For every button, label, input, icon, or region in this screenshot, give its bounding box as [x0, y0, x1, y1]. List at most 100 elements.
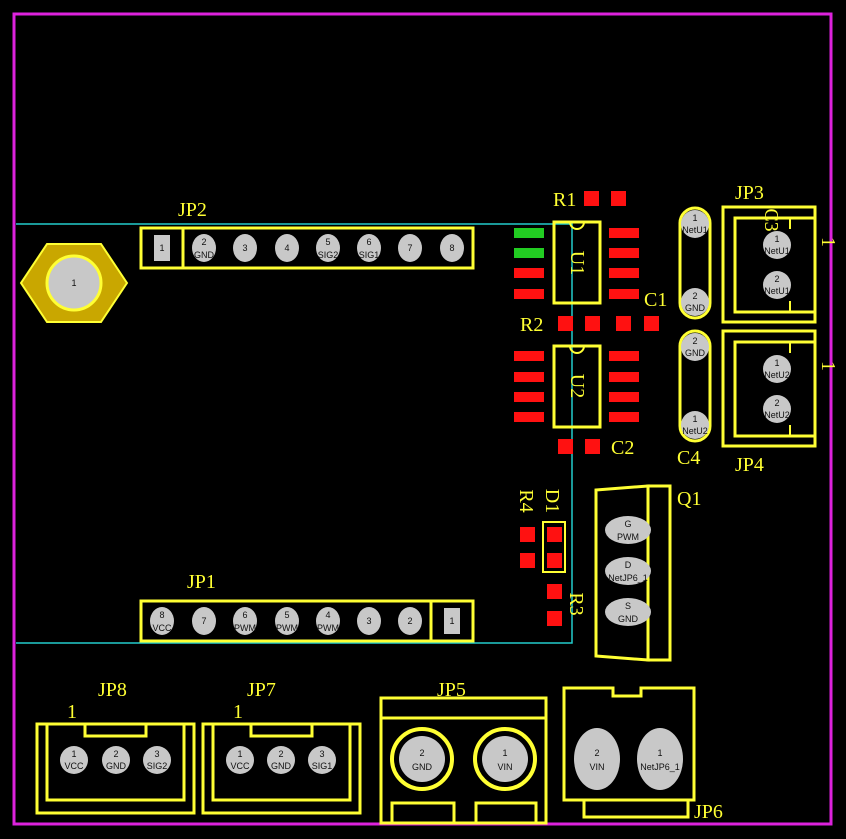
q1-pin-G[interactable]: G PWM [605, 516, 651, 544]
c2-label: C2 [611, 437, 634, 459]
r1-resistor[interactable] [584, 191, 626, 206]
jp7-label: JP7 [247, 679, 276, 701]
board-outline [12, 12, 833, 826]
d1-diode[interactable] [542, 521, 566, 573]
pin-number: 1 [692, 213, 697, 223]
jp5-label: JP5 [437, 679, 466, 701]
pin-number: 5 [325, 237, 330, 247]
pin-number: 2 [692, 291, 697, 301]
pin-net: GND [106, 761, 127, 771]
jp1-pin-3[interactable]: 3 [357, 607, 381, 635]
pin-net: VIN [589, 762, 604, 772]
pin-number: 8 [159, 610, 164, 620]
pin-net: GND [685, 348, 706, 358]
jp1-pin-2[interactable]: 2 [398, 607, 422, 635]
pin-net: PWM [617, 532, 639, 542]
jp7-pin1-marker: 1 [233, 701, 243, 723]
pin-net: NetU1 [682, 225, 708, 235]
u2-ic[interactable] [514, 344, 639, 429]
u2-label: U2 [566, 374, 588, 398]
pin-net: VCC [230, 761, 250, 771]
pin-net: GND [412, 762, 433, 772]
d1-label: D1 [541, 489, 563, 513]
pin-net: SIG2 [318, 250, 339, 260]
pin-number: 2 [594, 748, 599, 758]
jp2-pin-8[interactable]: 8 [440, 234, 464, 262]
pin-number: G [624, 519, 631, 529]
c2-capacitor[interactable] [558, 439, 600, 454]
pin-net: NetU2 [764, 370, 790, 380]
jp2-pin-4[interactable]: 4 [275, 234, 299, 262]
mount-hole[interactable]: 1 [19, 243, 129, 323]
pin-number: 2 [774, 398, 779, 408]
c1-capacitor[interactable] [616, 316, 659, 331]
jp1-pin-1[interactable]: 1 [444, 608, 460, 634]
r2-resistor[interactable] [558, 316, 600, 331]
jp2-pin-7[interactable]: 7 [398, 234, 422, 262]
jp1-pin-7[interactable]: 7 [192, 607, 216, 635]
pin-number: 1 [774, 358, 779, 368]
pin-net: VCC [64, 761, 84, 771]
module-outline [16, 223, 573, 644]
pin-number: 1 [159, 243, 164, 253]
u1-label: U1 [566, 251, 588, 275]
pin-net: SIG2 [147, 761, 168, 771]
pin-net: NetU2 [764, 410, 790, 420]
r4-resistor[interactable] [520, 527, 535, 568]
mount-hole-pin-number: 1 [71, 278, 76, 288]
u1-ic[interactable] [514, 220, 639, 305]
pin-number: 6 [242, 610, 247, 620]
jp2-pin-3[interactable]: 3 [233, 234, 257, 262]
jp8-pin1-marker: 1 [67, 701, 77, 723]
r3-resistor[interactable] [547, 584, 562, 626]
pin-number: 1 [657, 748, 662, 758]
c1-label: C1 [644, 289, 667, 311]
jp2-pin-1[interactable]: 1 [154, 235, 170, 261]
pin-number: 6 [366, 237, 371, 247]
